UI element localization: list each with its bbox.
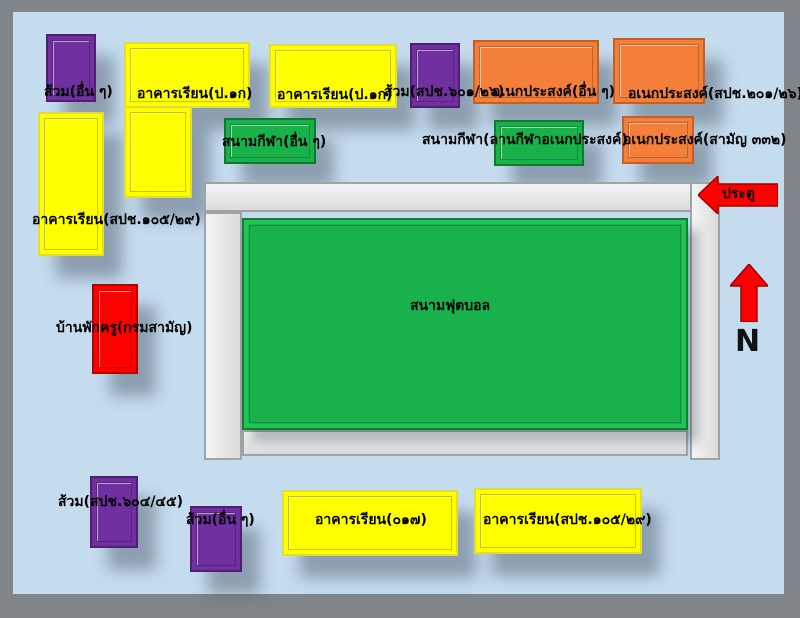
north-label: N xyxy=(735,324,761,359)
fence-right xyxy=(784,0,800,618)
sports-field-other[interactable] xyxy=(224,118,316,164)
walkway-bottom xyxy=(242,430,688,456)
classroom-building-spc105-left[interactable] xyxy=(38,112,104,256)
label-classroom-p1-a: อาคารเรียน(ป.๑ก) xyxy=(137,86,253,102)
label-toilet-bottom-middle: ส้วม(อื่น ๆ) xyxy=(186,512,255,528)
label-toilet-top: ส้วม(สปช.๖๐๑/๒๖) xyxy=(384,84,505,100)
football-field[interactable] xyxy=(242,218,688,430)
toilet-building-top-left[interactable] xyxy=(46,34,96,102)
fence-bottom xyxy=(0,594,800,618)
label-classroom-p1-b: อาคารเรียน(ป.๑ก) xyxy=(277,87,393,103)
label-multipurpose-other: อเนกประสงค์(อื่น ๆ) xyxy=(492,84,616,100)
multipurpose-building-spc[interactable] xyxy=(613,38,705,104)
walkway-left xyxy=(204,212,242,460)
north-arrow-icon xyxy=(730,264,768,322)
multipurpose-building-other[interactable] xyxy=(473,40,599,104)
label-multipurpose-spc: อเนกประสงค์(สปช.๒๐๑/๒๖) xyxy=(628,86,800,102)
classroom-building-017[interactable] xyxy=(282,490,458,556)
walkway-top xyxy=(204,182,694,212)
walkway-right xyxy=(690,182,720,460)
label-classroom-017: อาคารเรียน(๐๑๗) xyxy=(315,512,427,528)
classroom-building-p1-b[interactable] xyxy=(269,44,397,108)
label-classroom-spc105-left: อาคารเรียน(สปช.๑๐๕/๒๙) xyxy=(32,212,201,228)
toilet-building-bottom-middle[interactable] xyxy=(190,506,242,572)
label-sports-field-other: สนามกีฬา(อื่น ๆ) xyxy=(222,134,327,150)
classroom-building-spc105-bottom[interactable] xyxy=(474,488,642,554)
label-multipurpose-general: อเนกประสงค์(สามัญ ๓๓๒) xyxy=(623,132,787,148)
gate-arrow-icon xyxy=(698,176,778,214)
label-sports-field-multipurpose: สนามกีฬา(ลานกีฬาอเนกประสงค์) xyxy=(422,132,628,148)
multipurpose-building-general[interactable] xyxy=(622,116,694,164)
teacher-house[interactable] xyxy=(92,284,138,374)
label-teacher-house: บ้านพักครู(กรมสามัญ) xyxy=(56,320,193,336)
classroom-building-p1-wing[interactable] xyxy=(124,106,192,198)
label-gate: ประตู xyxy=(722,186,756,202)
fence-left xyxy=(0,0,13,618)
label-toilet-top-left: ส้วม(อื่น ๆ) xyxy=(44,84,113,100)
sports-field-multipurpose[interactable] xyxy=(494,120,584,166)
label-football-field: สนามฟุตบอล xyxy=(410,298,491,314)
label-classroom-spc105-bottom: อาคารเรียน(สปช.๑๐๕/๒๙) xyxy=(483,512,652,528)
label-toilet-bottom-left: ส้วม(สปช.๖๐๔/๔๕) xyxy=(58,494,184,510)
toilet-building-bottom-left[interactable] xyxy=(90,476,138,548)
fence-top xyxy=(0,0,800,12)
toilet-building-top[interactable] xyxy=(410,43,460,108)
